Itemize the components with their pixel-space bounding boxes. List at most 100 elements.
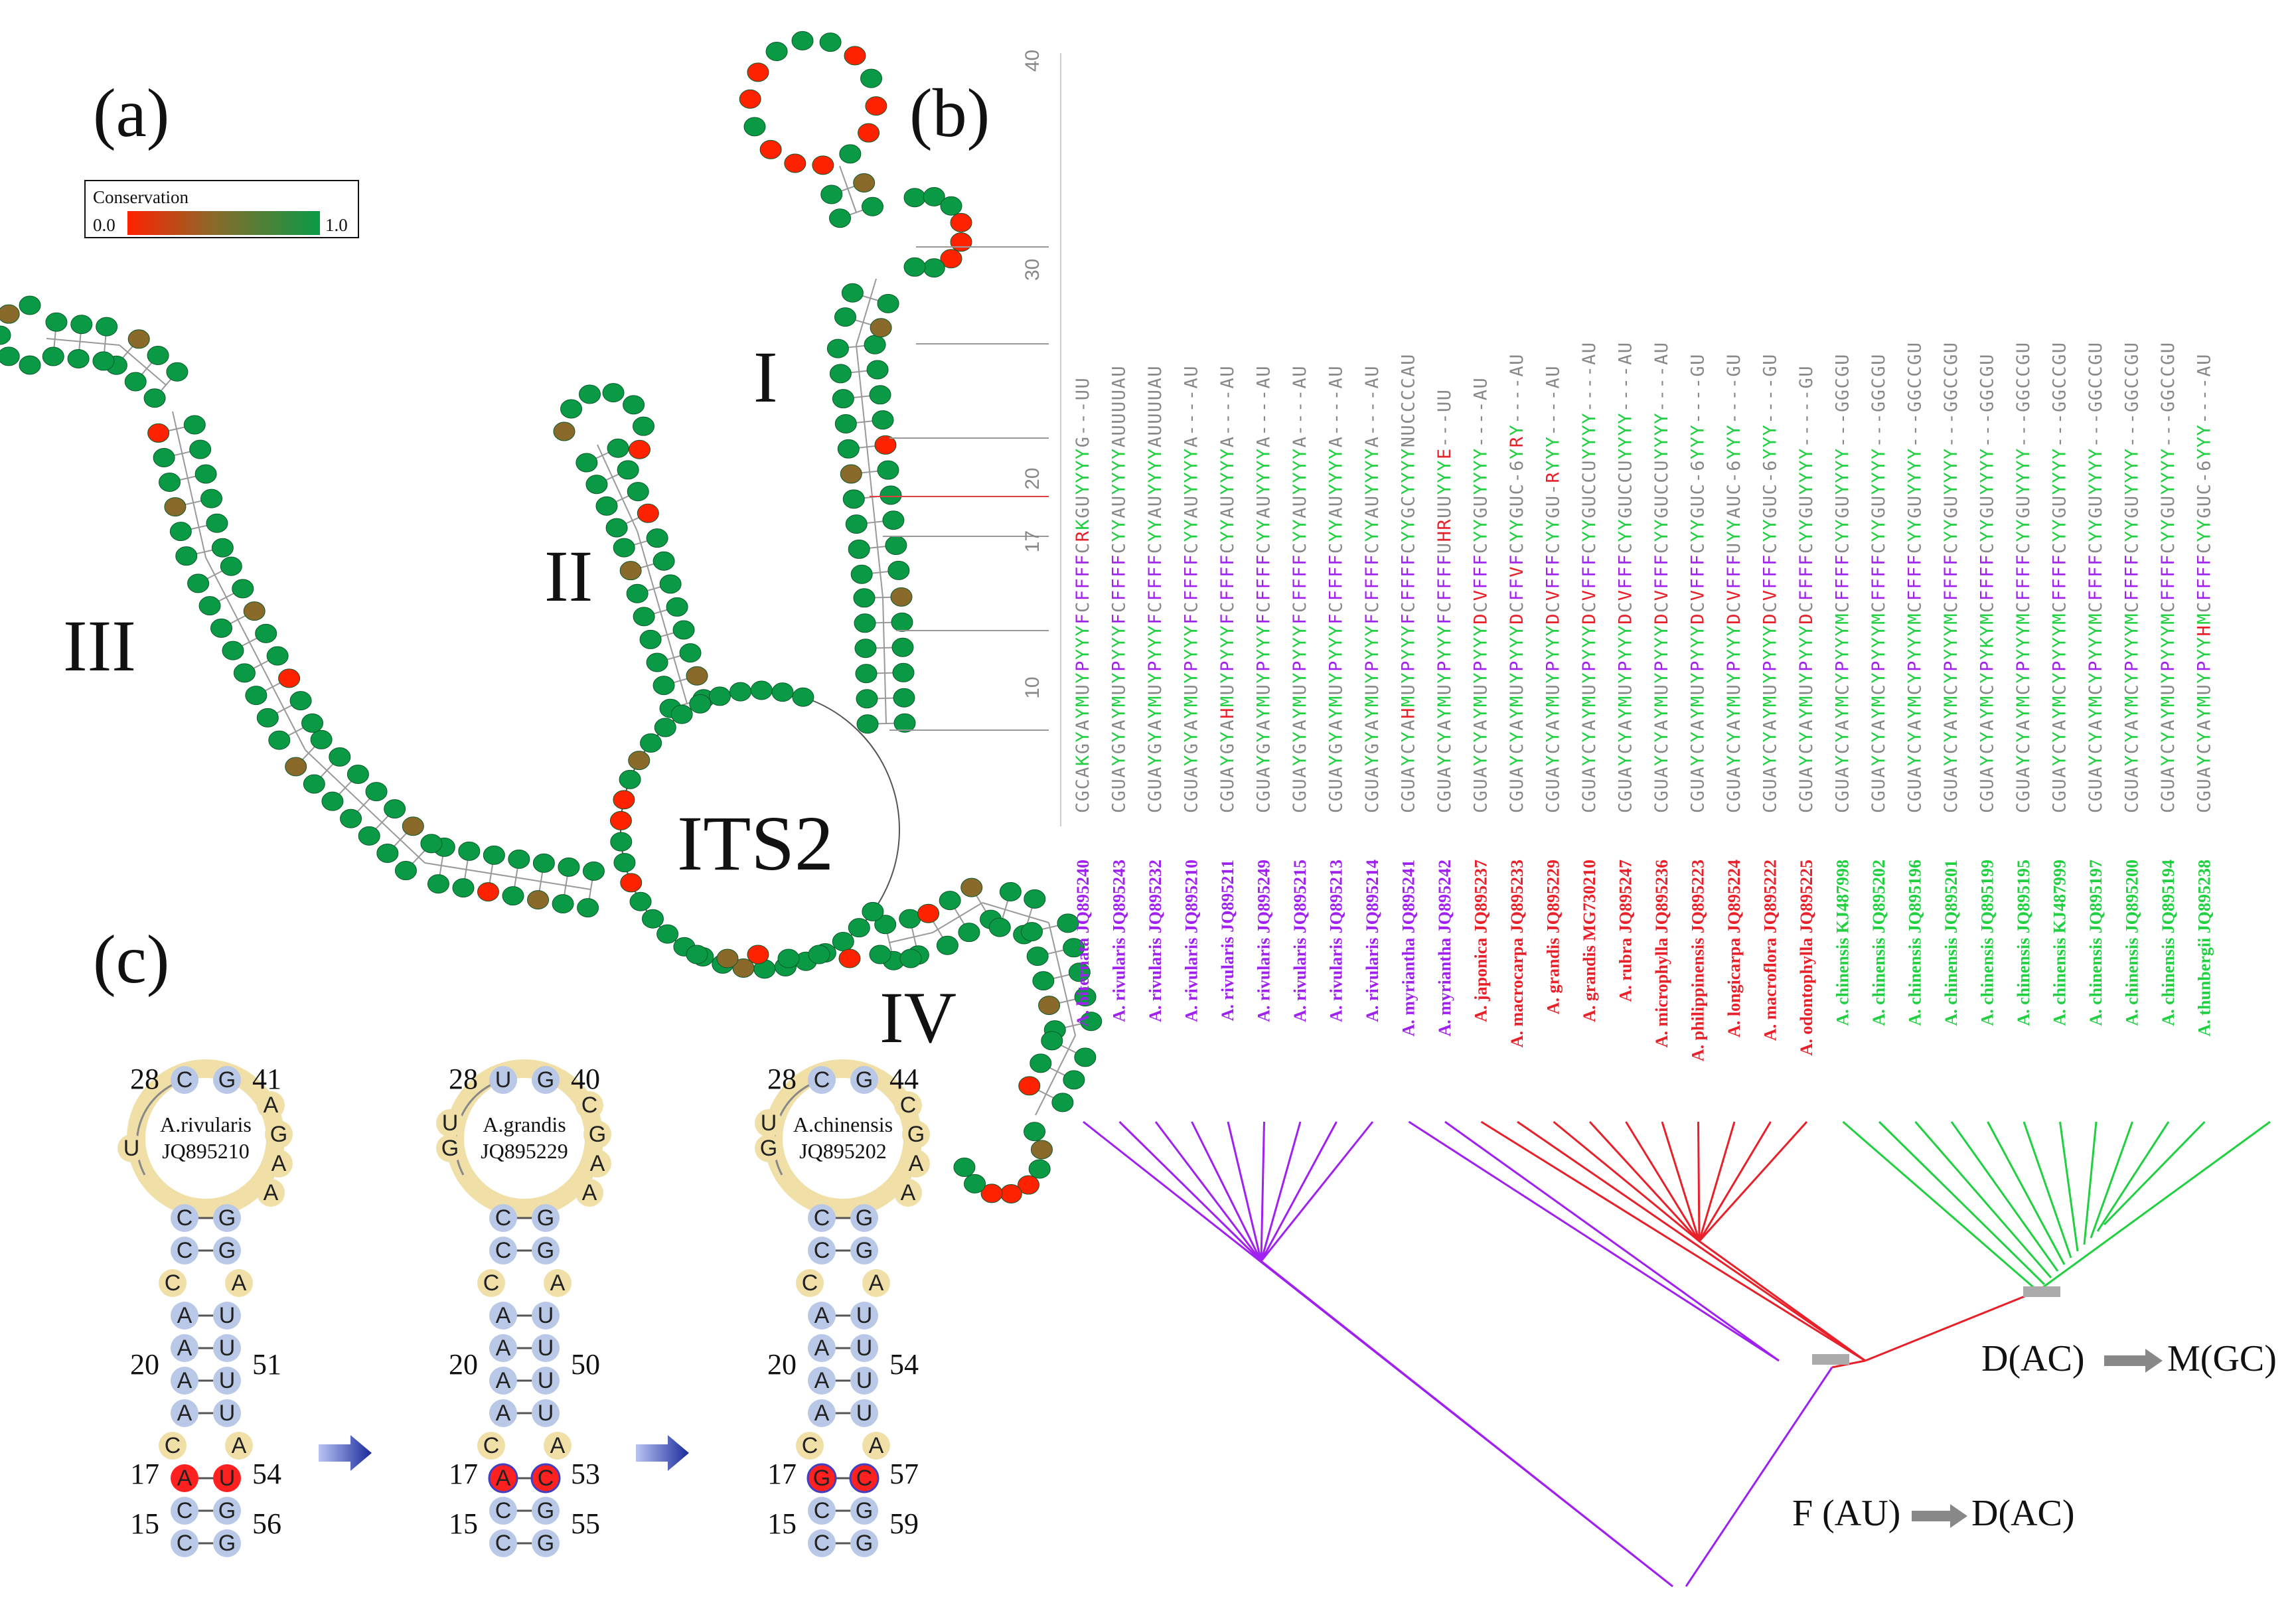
alignment-base: Y xyxy=(1760,648,1781,660)
alignment-base: Y xyxy=(1217,518,1238,530)
alignment-base: F xyxy=(1182,566,1202,577)
alignment-base: Y xyxy=(1543,648,1564,660)
alignment-base: U xyxy=(1833,778,1853,790)
alignment-base: P xyxy=(2194,660,2215,672)
alignment-row: CGUAYCYAYMUYPYYYDCVFFFCYYGUCCUYYYY----AU xyxy=(1579,341,1600,813)
alignment-base: G xyxy=(1869,388,1889,400)
tree-branch xyxy=(1699,1240,1866,1362)
alignment-base: Y xyxy=(1941,471,1961,483)
alignment-base: - xyxy=(1326,400,1347,412)
pair-base-right xyxy=(849,1463,880,1493)
nucleotide xyxy=(950,212,972,232)
base-letter: G xyxy=(907,1122,925,1147)
alignment-base: G xyxy=(1941,789,1961,801)
alignment-base: F xyxy=(2013,577,2034,589)
alignment-base: - xyxy=(2158,412,2179,424)
alignment-base: C xyxy=(1073,542,1093,554)
alignment-base: Y xyxy=(1326,707,1347,719)
alignment-base: M xyxy=(1869,695,1889,707)
alignment-base: Y xyxy=(1145,648,1166,660)
alignment-base: Y xyxy=(1217,672,1238,684)
alignment-base: H xyxy=(1399,707,1419,719)
alignment-base: U xyxy=(1724,778,1744,790)
loop-base xyxy=(894,1091,922,1119)
nucleotide xyxy=(626,583,649,603)
alignment-base: M xyxy=(1760,695,1781,707)
accession-label: JQ895210 xyxy=(162,1139,250,1163)
alignment-base: G xyxy=(1073,789,1093,801)
tree-branch xyxy=(1444,1120,1780,1362)
alignment-base: Y xyxy=(1869,648,1889,660)
alignment-base: Y xyxy=(1833,518,1853,530)
alignment-base: Y xyxy=(1471,447,1492,459)
alignment-base: - xyxy=(1651,377,1672,389)
alignment-base: F xyxy=(1941,577,1961,589)
alignment-base: F xyxy=(1796,589,1817,601)
nucleotide xyxy=(1032,971,1055,991)
backbone-line xyxy=(46,338,120,346)
alignment-base: Y xyxy=(1760,424,1781,436)
alignment-base: Y xyxy=(2158,637,2179,649)
nucleotide xyxy=(940,196,962,216)
nucleotide xyxy=(869,945,891,964)
alignment-base: A xyxy=(1182,766,1202,778)
alignment-base: Y xyxy=(1217,625,1238,637)
alignment-base: D xyxy=(1688,613,1709,625)
pair-base-right xyxy=(532,1497,560,1525)
nucleotide xyxy=(716,949,739,968)
panel-label-a: (a) xyxy=(93,75,169,151)
alignment-base: A xyxy=(1145,719,1166,731)
alignment-base: Y xyxy=(1109,707,1130,719)
alignment-row: CGUAYGYAYMUYPYYYFCFFFFCYYAUYYYYA----AU xyxy=(1290,365,1310,813)
alignment-base: U xyxy=(1905,495,1926,506)
pair-base-left xyxy=(171,1302,198,1330)
alignment-base: P xyxy=(1109,660,1130,672)
alignment-base: U xyxy=(1941,778,1961,790)
alignment-base: A xyxy=(1217,377,1238,389)
pair-base-left xyxy=(808,1529,836,1557)
taxon-label: A. rubra JQ895247 xyxy=(1616,860,1636,1002)
alignment-row: CGUAYCYAYMCYPYYYMCFFFFCYYGUYYYY---GGCCGU xyxy=(1905,341,1926,813)
alignment-base: C xyxy=(1616,483,1636,495)
alignment-base: Y xyxy=(1362,483,1383,495)
pair-base-right xyxy=(532,1204,560,1232)
alignment-base: C xyxy=(1399,601,1419,613)
taxon-label: A. chinensis JQ895200 xyxy=(2123,860,2142,1026)
alignment-base: F xyxy=(1869,554,1889,566)
taxon-label: A. myriantha JQ895242 xyxy=(1435,860,1454,1037)
loop-base xyxy=(583,1150,611,1178)
alignment-base: Y xyxy=(1579,637,1600,649)
nucleotide xyxy=(620,873,643,893)
alignment-base: Y xyxy=(1290,707,1310,719)
alignment-base: - xyxy=(1688,400,1709,412)
nucleotide xyxy=(483,845,505,865)
alignment-base: Y xyxy=(1724,447,1744,459)
position-number: 20 xyxy=(449,1348,478,1381)
nucleotide xyxy=(420,834,443,854)
alignment-base: C xyxy=(1507,542,1527,554)
nucleotide xyxy=(153,447,175,467)
backbone-line xyxy=(982,902,1049,923)
nucleotide xyxy=(1051,1093,1074,1112)
alignment-base: C xyxy=(1579,483,1600,495)
base-letter: C xyxy=(900,1093,917,1118)
alignment-base: A xyxy=(1471,719,1492,731)
alignment-base: Y xyxy=(1977,707,1998,719)
alignment-base: F xyxy=(1073,566,1093,577)
alignment-base: F xyxy=(1290,589,1310,601)
base-letter: A xyxy=(814,1336,830,1361)
nucleotide xyxy=(427,874,449,894)
alignment-base: V xyxy=(1760,589,1781,601)
nucleotide xyxy=(1068,962,1091,982)
alignment-base: M xyxy=(1905,613,1926,625)
nucleotide xyxy=(19,355,41,375)
base-letter: C xyxy=(581,1093,598,1118)
backbone-line xyxy=(1048,922,1076,1036)
alignment-base: G xyxy=(1688,789,1709,801)
alignment-base: C xyxy=(2158,377,2179,389)
alignment-base: - xyxy=(1977,412,1998,424)
alignment-base: Y xyxy=(2158,530,2179,542)
alignment-base: U xyxy=(1217,778,1238,790)
alignment-base: A xyxy=(1543,719,1564,731)
alignment-base: Y xyxy=(1651,625,1672,637)
